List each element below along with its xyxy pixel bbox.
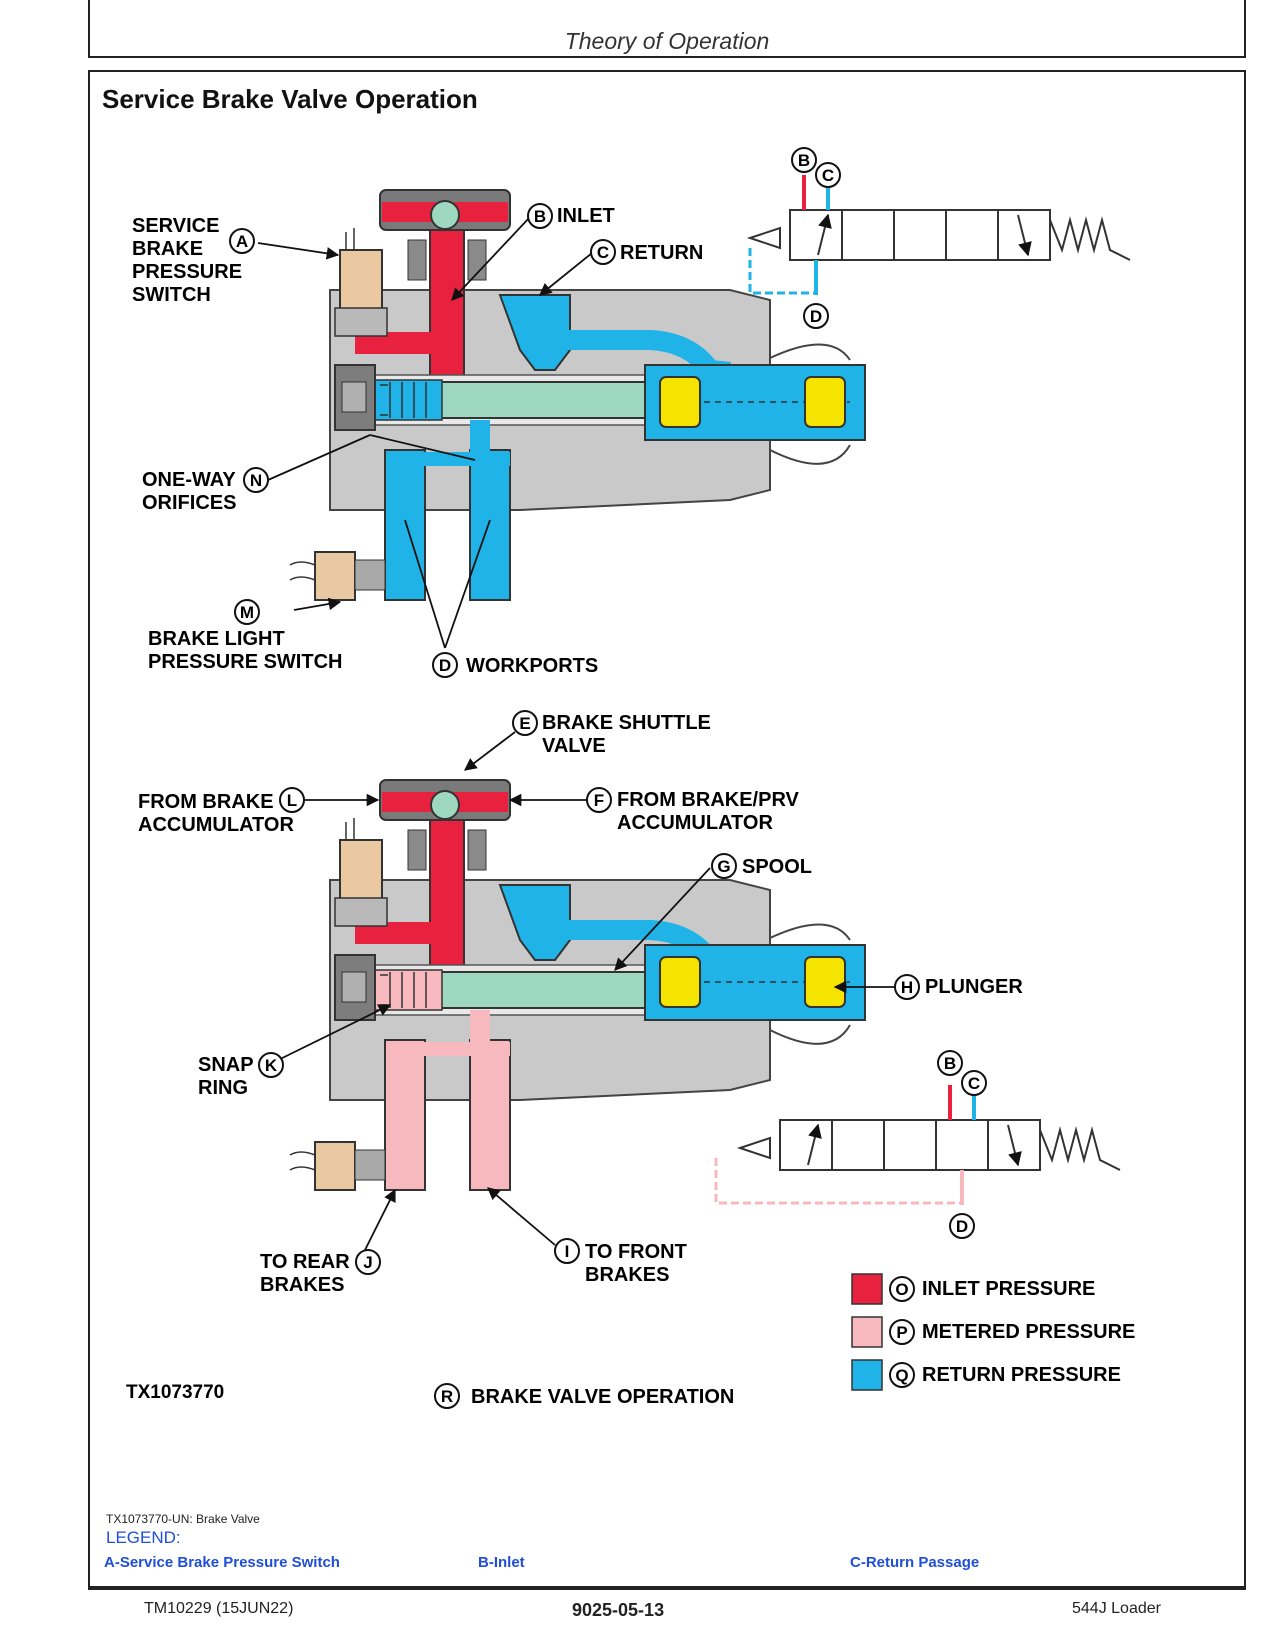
callout-g: G SPOOL	[711, 853, 812, 879]
svg-text:D: D	[810, 307, 822, 326]
svg-text:P: P	[896, 1323, 907, 1342]
spring-chamber	[371, 379, 443, 421]
plunger-cup-right	[804, 376, 846, 428]
color-key: O INLET PRESSURE P METERED PRESSURE Q RE…	[851, 1273, 1135, 1391]
svg-text:Q: Q	[895, 1366, 908, 1385]
footer-right: 544J Loader	[1072, 1600, 1161, 1617]
plunger-cup-left	[659, 376, 701, 428]
figure-id: TX1073770	[126, 1382, 224, 1403]
svg-text:RETURN PRESSURE: RETURN PRESSURE	[922, 1364, 1121, 1386]
svg-text:SPOOL: SPOOL	[742, 856, 812, 878]
workport-front	[469, 1039, 511, 1191]
return-cavity	[498, 294, 571, 371]
legend-item-a: A-Service Brake Pressure Switch	[104, 1554, 340, 1571]
plunger-boot	[769, 343, 851, 465]
legend-item-b: B-Inlet	[478, 1554, 525, 1571]
valve-top	[289, 189, 866, 601]
svg-text:PLUNGER: PLUNGER	[925, 976, 1023, 998]
svg-text:METERED PRESSURE: METERED PRESSURE	[922, 1321, 1135, 1343]
svg-text:BRAKE VALVE OPERATION: BRAKE VALVE OPERATION	[471, 1386, 734, 1408]
workport-rear	[384, 1039, 426, 1191]
legend-title: LEGEND:	[106, 1528, 181, 1547]
svg-text:INLET PRESSURE: INLET PRESSURE	[922, 1278, 1095, 1300]
figure-caption: TX1073770-UN: Brake Valve	[106, 1512, 260, 1526]
callout-h: H PLUNGER	[894, 974, 1023, 1000]
svg-text:K: K	[265, 1056, 278, 1075]
footer-rule	[88, 1588, 1246, 1590]
svg-text:A: A	[236, 232, 248, 251]
schematic-top	[746, 175, 1131, 295]
svg-text:G: G	[717, 857, 730, 876]
inlet-passage	[429, 229, 465, 381]
legend-item-c: C-Return Passage	[850, 1554, 980, 1571]
swatch-return	[851, 1359, 883, 1391]
workport-front	[469, 449, 511, 601]
callout-d: D WORKPORTS	[432, 652, 598, 678]
svg-text:D: D	[439, 656, 451, 675]
svg-text:E: E	[519, 714, 530, 733]
brake-light-pressure-switch	[314, 551, 356, 601]
swatch-metered	[851, 1316, 883, 1348]
svg-text:J: J	[363, 1253, 372, 1272]
svg-text:F: F	[594, 791, 604, 810]
shuttle-ball	[430, 200, 460, 230]
svg-text:C: C	[968, 1074, 980, 1093]
svg-text:C: C	[597, 243, 609, 262]
footer-page-number: 9025-05-13	[572, 1600, 665, 1620]
header-frame	[88, 0, 1246, 58]
svg-text:WORKPORTS: WORKPORTS	[466, 655, 598, 677]
leader-lines	[257, 216, 895, 1251]
svg-text:M: M	[240, 603, 254, 622]
valve-bottom	[289, 779, 866, 1191]
callout-b-schematic-top: B C D	[791, 147, 841, 329]
svg-text:B: B	[944, 1054, 956, 1073]
svg-text:INLET: INLET	[557, 205, 615, 227]
swatch-inlet	[851, 1273, 883, 1305]
svg-text:C: C	[822, 166, 834, 185]
svg-text:H: H	[901, 978, 913, 997]
svg-text:L: L	[287, 791, 297, 810]
svg-text:R: R	[441, 1387, 453, 1406]
svg-text:B: B	[534, 207, 546, 226]
svg-text:B: B	[798, 151, 810, 170]
callout-c: C RETURN	[590, 239, 703, 265]
callout-b: B INLET	[527, 203, 615, 229]
svg-text:RETURN: RETURN	[620, 242, 703, 264]
page-header: Theory of Operation	[564, 28, 770, 54]
svg-text:D: D	[956, 1217, 968, 1236]
schematic-bottom	[714, 1085, 1121, 1205]
callout-b-schematic-bottom: B C D	[937, 1050, 987, 1239]
workport-rear	[384, 449, 426, 601]
content-frame	[88, 70, 1246, 1588]
section-title: Service Brake Valve Operation	[102, 84, 478, 114]
svg-text:N: N	[250, 471, 262, 490]
inlet-cross-passage	[355, 332, 435, 354]
svg-text:O: O	[895, 1280, 908, 1299]
footer-left: TM10229 (15JUN22)	[144, 1600, 294, 1617]
service-brake-pressure-switch	[339, 249, 383, 311]
callout-r: R BRAKE VALVE OPERATION	[434, 1383, 734, 1409]
svg-text:I: I	[565, 1242, 570, 1261]
